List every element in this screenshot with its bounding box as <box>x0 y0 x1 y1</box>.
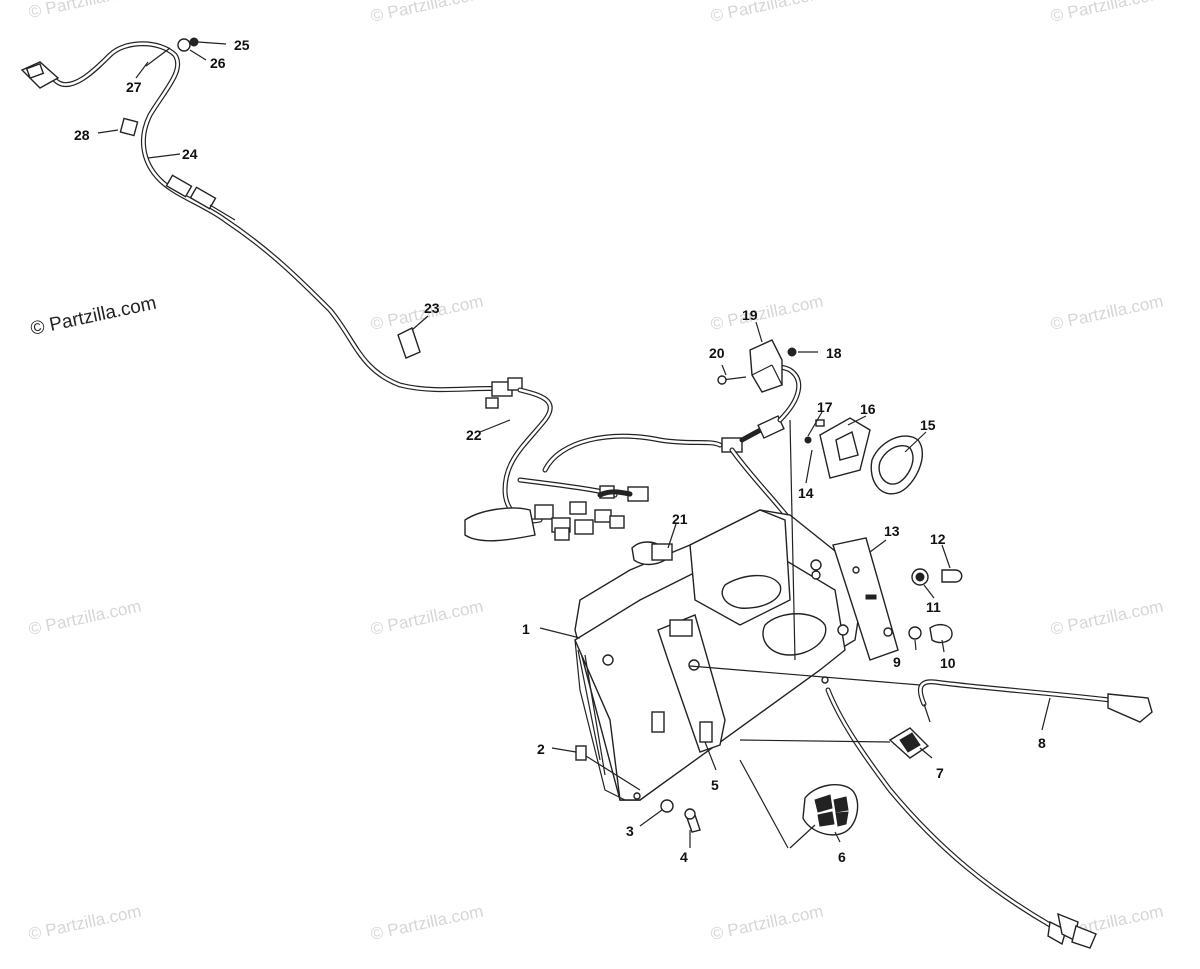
watermark-tile: © Partzilla.com <box>1049 597 1165 639</box>
callout-4: 4 <box>680 849 688 865</box>
callout-6: 6 <box>838 849 846 865</box>
callout-20: 20 <box>709 345 725 361</box>
callout-1: 1 <box>522 621 530 637</box>
watermark-tiles: © Partzilla.com © Partzilla.com © Partzi… <box>27 0 1165 944</box>
watermark-tile: © Partzilla.com <box>27 597 143 639</box>
callout-7: 7 <box>936 765 944 781</box>
callout-23: 23 <box>424 300 440 316</box>
watermark-tile: © Partzilla.com <box>709 902 825 944</box>
watermark-tile: © Partzilla.com <box>1049 0 1165 26</box>
watermark-tile: © Partzilla.com <box>369 902 485 944</box>
callout-15: 15 <box>920 417 936 433</box>
callout-27: 27 <box>126 79 142 95</box>
callout-22: 22 <box>466 427 482 443</box>
leader-lines <box>97 41 1051 849</box>
watermark-tile: © Partzilla.com <box>709 0 825 26</box>
sub-harness <box>464 364 802 542</box>
watermark-tile: © Partzilla.com <box>369 0 485 26</box>
watermark-tile: © Partzilla.com <box>369 597 485 639</box>
callout-3: 3 <box>626 823 634 839</box>
callout-13: 13 <box>884 523 900 539</box>
callout-8: 8 <box>1038 735 1046 751</box>
callout-25: 25 <box>234 37 250 53</box>
callout-2: 2 <box>537 741 545 757</box>
callout-26: 26 <box>210 55 226 71</box>
callout-19: 19 <box>742 307 758 323</box>
watermark-tile: © Partzilla.com <box>709 292 825 334</box>
watermark-tile: © Partzilla.com <box>1049 292 1165 334</box>
callout-labels: 1 2 3 4 5 6 7 8 9 10 11 12 13 14 15 16 1… <box>74 37 1046 865</box>
callout-28: 28 <box>74 127 90 143</box>
lead-cables <box>825 679 1153 949</box>
callout-14: 14 <box>798 485 814 501</box>
watermark-tile: © Partzilla.com <box>27 0 143 22</box>
main-harness <box>20 41 523 409</box>
callout-16: 16 <box>860 401 876 417</box>
callout-17: 17 <box>817 399 833 415</box>
callout-21: 21 <box>672 511 688 527</box>
callout-10: 10 <box>940 655 956 671</box>
parts <box>119 37 963 836</box>
callout-11: 11 <box>926 599 941 615</box>
callout-12: 12 <box>930 531 946 547</box>
instrument-panel <box>574 509 899 801</box>
callout-9: 9 <box>893 654 901 670</box>
watermark-main: © Partzilla.com <box>29 293 159 340</box>
watermark-tile: © Partzilla.com <box>27 902 143 944</box>
callout-18: 18 <box>826 345 842 361</box>
callout-24: 24 <box>182 146 198 162</box>
callout-5: 5 <box>711 777 719 793</box>
